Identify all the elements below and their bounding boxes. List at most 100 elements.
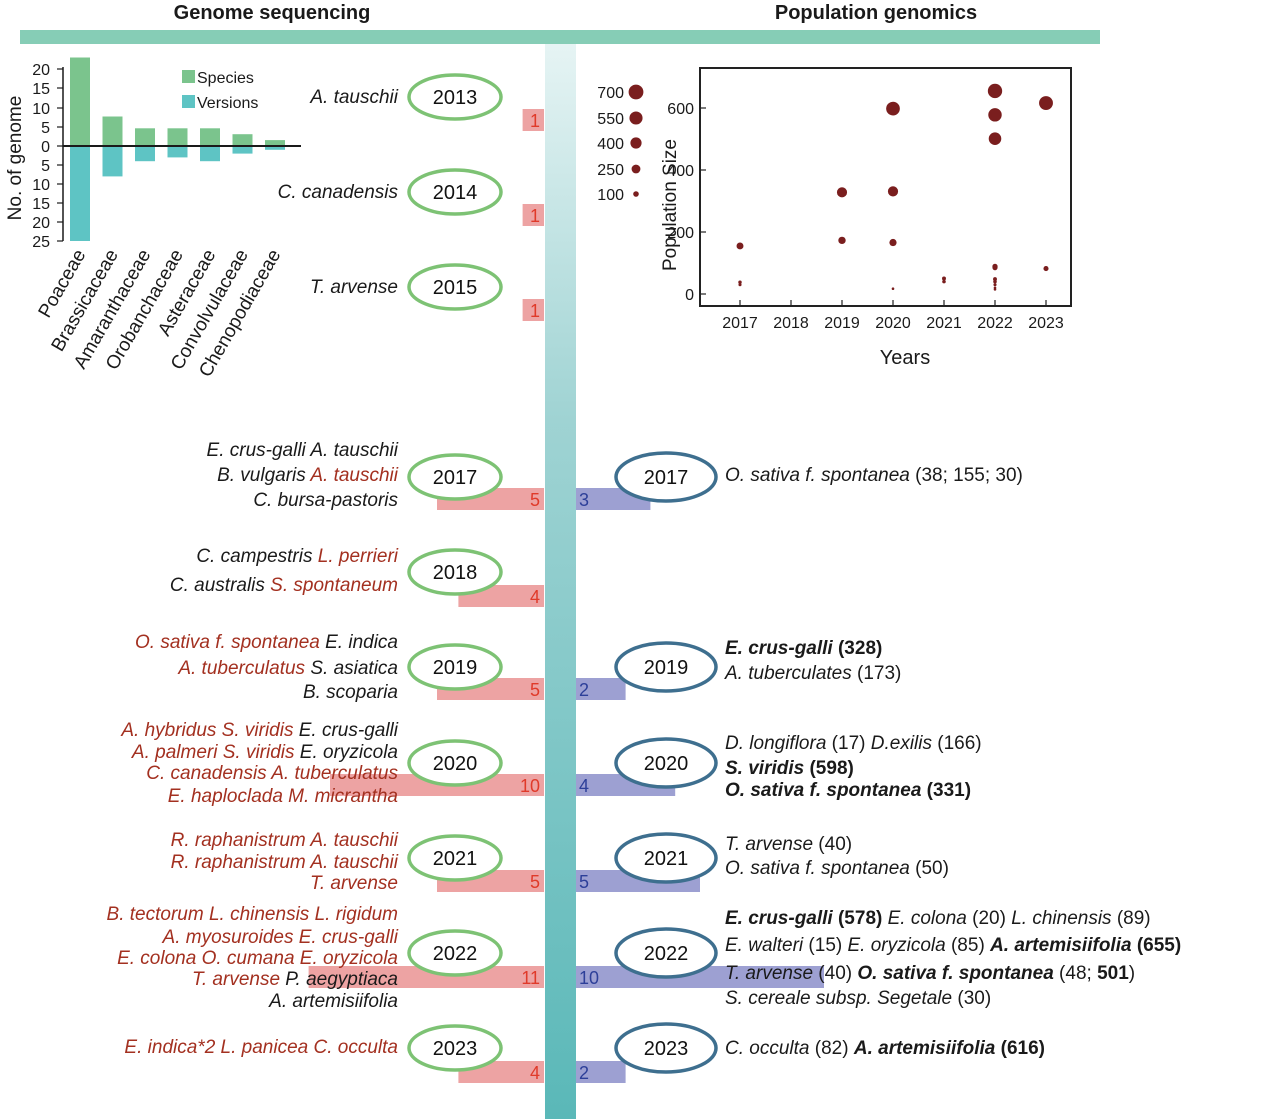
popgen-count-label: 4 [579, 776, 589, 796]
y-tick-label: 15 [32, 196, 50, 213]
genome-year-ellipse [407, 263, 503, 311]
versions-bar-orobanchaceae [167, 146, 188, 158]
popgen-year-ellipse [614, 1022, 718, 1074]
species-name: O. cumana [196, 948, 294, 969]
genome-species-line: C. canadensis A. tuberculatus [146, 763, 398, 784]
population-point [886, 101, 900, 116]
genome-year-label: 2017 [433, 467, 478, 489]
popgen-entry: (17) [826, 733, 870, 754]
species-bar-brassicaceae [102, 116, 123, 146]
versions-bar-poaceae [70, 146, 90, 241]
population-point [1039, 96, 1053, 110]
genome-count-label: 5 [530, 680, 540, 700]
population-point [993, 283, 997, 287]
species-name: A. tuberculatus [177, 658, 305, 679]
genome-year-label: 2023 [433, 1038, 478, 1060]
population-point [987, 83, 1003, 99]
popgen-entry: (85) [946, 935, 990, 956]
popgen-count-bar [576, 678, 626, 700]
genome-sequencing-header: Genome sequencing [174, 2, 371, 24]
species-name: B. tectorum [107, 904, 204, 925]
popgen-entry: E. crus-galli [725, 908, 833, 929]
popgen-entry: D.exilis [871, 733, 933, 754]
popgen-species-line: E. crus-galli (578) E. colona (20) L. ch… [725, 908, 1151, 929]
legend-species-swatch [182, 70, 195, 83]
genome-species-line: A. hybridus S. viridis E. crus-galli [120, 720, 398, 741]
genome-year-label: 2014 [433, 182, 478, 204]
genome-species-line: A. tuberculatus S. asiatica [177, 658, 398, 679]
genome-species-line: O. sativa f. spontanea E. indica [135, 632, 398, 653]
species-name: S. asiatica [305, 658, 398, 679]
bar-chart-bars [70, 57, 285, 241]
popgen-entry: O. sativa f. spontanea [725, 465, 910, 486]
species-name: A. tauschii [306, 440, 399, 461]
species-name: S. spontaneum [265, 575, 398, 596]
population-point [993, 279, 997, 284]
species-name: L. chinensis [204, 904, 310, 925]
genome-year-ellipse [407, 834, 503, 882]
popgen-entry: (616) [995, 1038, 1045, 1059]
population-point [887, 186, 899, 197]
popgen-entry: (38; 155; 30) [910, 465, 1023, 486]
popgen-entry: E. crus-galli [725, 638, 833, 659]
genome-species-line: C. australis S. spontaneum [170, 575, 398, 596]
species-name: A. artemisiifolia [268, 991, 398, 1012]
y-tick-label: 20 [32, 215, 50, 232]
genome-species-line: E. colona O. cumana E. oryzicola [117, 948, 398, 969]
popgen-species-line: E. walteri (15) E. oryzicola (85) A. art… [725, 935, 1181, 956]
popgen-entry: (89) [1112, 908, 1151, 929]
genome-year-label: 2020 [433, 753, 478, 775]
species-name: A. tauschii [309, 87, 398, 108]
popgen-entry: (48; [1054, 963, 1097, 984]
population-point [993, 277, 997, 282]
popgen-species-line: S. viridis (598) [725, 758, 854, 779]
population-point [988, 108, 1002, 122]
versions-bar-amaranthaceae [135, 146, 155, 162]
genome-year-ellipse [407, 739, 503, 787]
genome-year-ellipse [407, 1024, 503, 1072]
species-name: T. arvense [310, 277, 398, 298]
y-tick-label: 10 [32, 101, 50, 118]
popgen-species-line: O. sativa f. spontanea (331) [725, 780, 971, 801]
species-name: E. indica*2 [124, 1037, 215, 1058]
genome-year-ellipse [407, 453, 503, 501]
popgen-entry: A. artemisiifolia [989, 935, 1132, 956]
popgen-entry: (15) [803, 935, 847, 956]
popgen-year-label: 2021 [644, 848, 689, 870]
species-name: A. tauschii [306, 852, 399, 873]
scatter-x-tick: 2018 [773, 315, 809, 332]
popgen-species-line: T. arvense (40) [725, 834, 852, 855]
versions-bar-asteraceae [200, 146, 220, 162]
genome-species-line: T. arvense [310, 277, 398, 298]
species-name: A. tauschii [306, 465, 399, 486]
species-name: B. vulgaris [217, 465, 306, 486]
size-legend-label: 250 [597, 162, 624, 179]
genome-species-line: E. haploclada M. micrantha [168, 786, 398, 807]
popgen-year-label: 2020 [644, 753, 689, 775]
popgen-count-label: 2 [579, 680, 589, 700]
species-name: T. arvense [310, 873, 398, 894]
popgen-entry: E. oryzicola [848, 935, 946, 956]
species-name: A. tuberculatus [267, 763, 399, 784]
genome-year-label: 2018 [433, 562, 478, 584]
popgen-entry: (328) [833, 638, 883, 659]
popgen-entry: A. artemisiifolia [853, 1038, 996, 1059]
species-name: E. crus-galli [207, 440, 307, 461]
versions-bar-convolvulaceae [232, 146, 253, 154]
population-point [736, 242, 744, 250]
genome-species-line: R. raphanistrum A. tauschii [171, 852, 399, 873]
popgen-entry: (82) [809, 1038, 853, 1059]
genome-year-ellipse [407, 929, 503, 977]
genome-count-bar [522, 204, 544, 226]
popgen-count-label: 5 [579, 872, 589, 892]
genome-species-line: E. crus-galli A. tauschii [207, 440, 399, 461]
y-tick-label: 20 [32, 62, 50, 79]
species-name: L. perrieri [312, 546, 398, 567]
